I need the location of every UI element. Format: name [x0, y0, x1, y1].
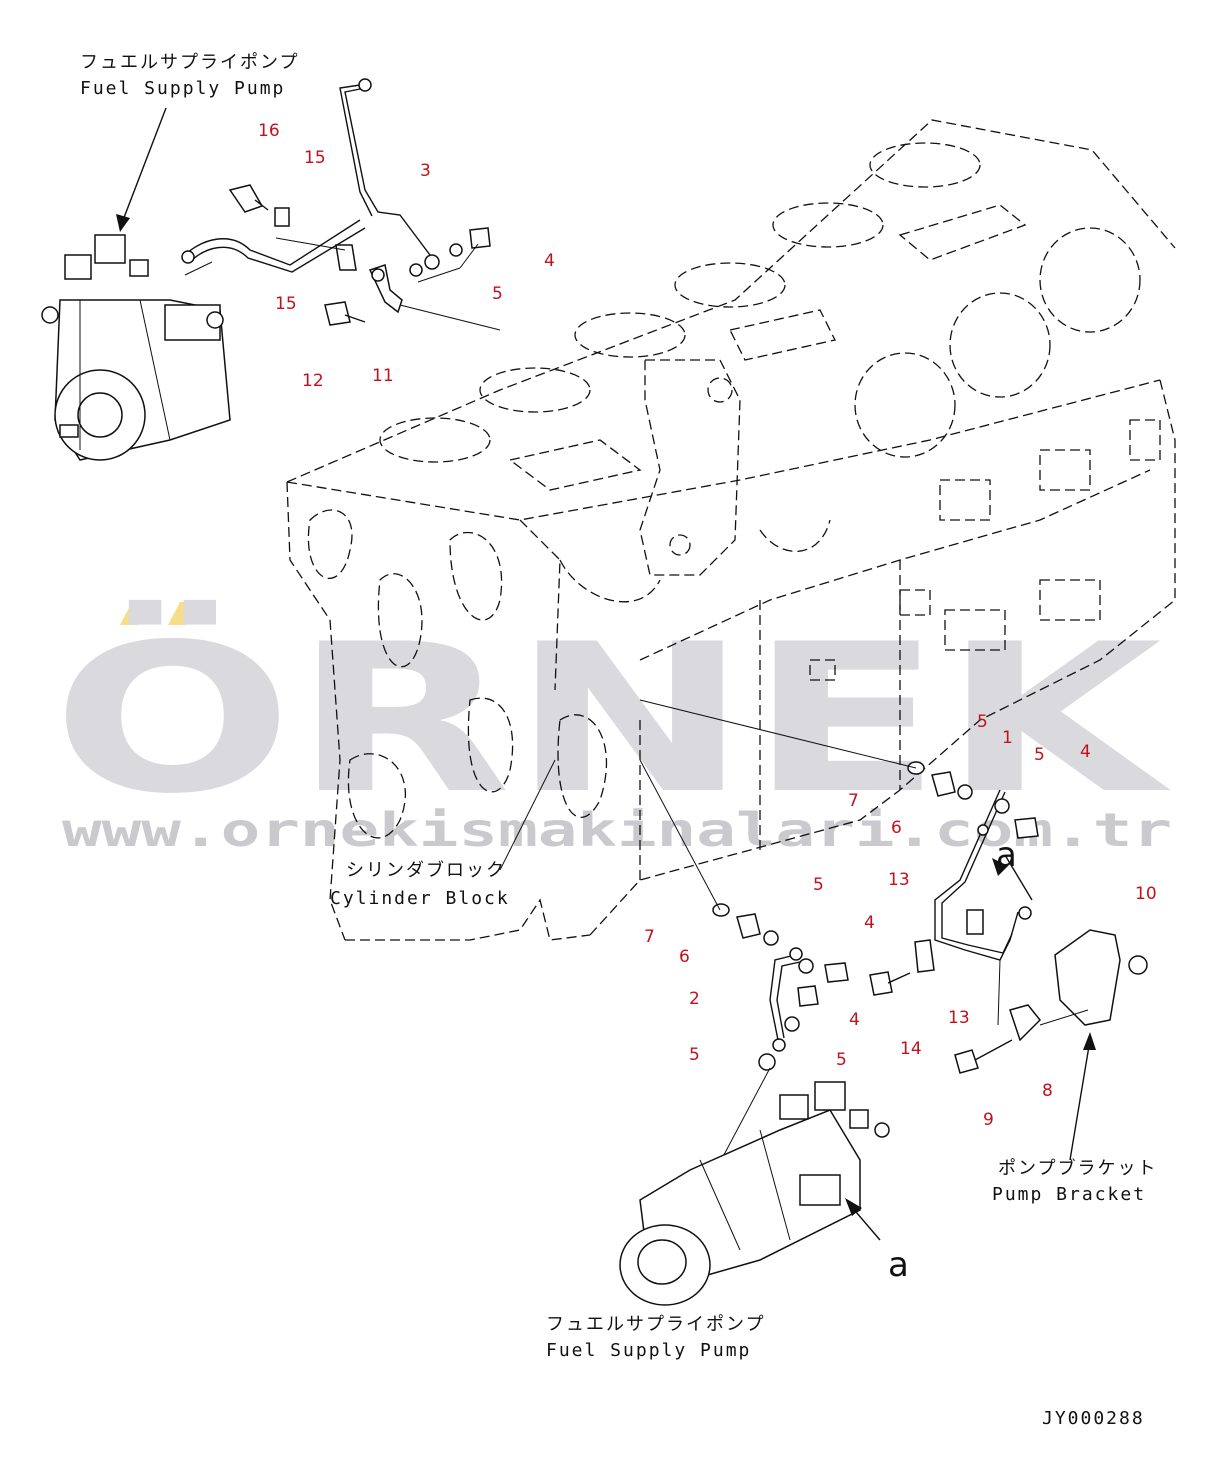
callout-7-b: 7 [644, 927, 655, 947]
callout-14: 14 [900, 1039, 922, 1059]
callout-5-top: 5 [492, 284, 503, 304]
callout-5-c: 5 [813, 875, 824, 895]
pump-bracket-label-jp: ポンプブラケット [998, 1157, 1157, 1179]
callout-5-b: 5 [1034, 745, 1045, 765]
top-fasteners [184, 184, 501, 331]
callout-4-c: 4 [849, 1010, 860, 1030]
view-marker-upper: a [996, 835, 1017, 875]
callout-5-a: 5 [977, 712, 988, 732]
cylinder-block-label-en: Cylinder Block [330, 888, 510, 909]
callout-13-b: 13 [948, 1008, 970, 1028]
pump-bracket-label-en: Pump Bracket [992, 1184, 1146, 1205]
drawing-code: JY000288 [1042, 1408, 1145, 1429]
lower-fasteners [639, 699, 1148, 1201]
callout-1: 1 [1002, 728, 1013, 748]
callout-13-a: 13 [888, 870, 910, 890]
callout-4-top: 4 [544, 251, 555, 271]
fuel-pipe-2 [769, 947, 803, 1052]
callout-3: 3 [420, 161, 431, 181]
fuel-supply-pump-top [41, 234, 231, 461]
watermark: ÖRNEK www.ornekismakinalari.com.tr [52, 600, 1172, 857]
top-pump-label-en: Fuel Supply Pump [80, 78, 285, 99]
fuel-pipe-1 [934, 789, 1032, 961]
fuel-pipe-3 [181, 78, 440, 273]
view-marker-lower: a [888, 1245, 909, 1285]
bottom-pump-label-en: Fuel Supply Pump [546, 1340, 751, 1361]
callout-12: 12 [302, 371, 324, 391]
callout-8: 8 [1042, 1081, 1053, 1101]
fuel-supply-pump-bottom [619, 1081, 890, 1306]
callout-7-a: 7 [848, 791, 859, 811]
callout-6-b: 6 [679, 947, 690, 967]
callout-4-a: 4 [1080, 742, 1091, 762]
callout-15-upper: 15 [304, 148, 326, 168]
cylinder-block-label-jp: シリンダブロック [346, 859, 506, 881]
bottom-pump-label-jp: フュエルサプライポンプ [546, 1314, 765, 1335]
callout-5-e: 5 [836, 1050, 847, 1070]
watermark-brand: ÖRNEK [52, 600, 1172, 839]
callout-10: 10 [1135, 884, 1157, 904]
cylinder-block [286, 119, 1176, 941]
callout-15-lower: 15 [275, 294, 297, 314]
callout-5-d: 5 [689, 1045, 700, 1065]
callout-9: 9 [983, 1110, 994, 1130]
top-pump-label-jp: フュエルサプライポンプ [80, 52, 299, 73]
callouts: 16 15 3 4 5 15 12 11 5 1 5 4 7 6 13 10 5… [258, 121, 1157, 1130]
callout-16: 16 [258, 121, 280, 141]
callout-4-b: 4 [864, 913, 875, 933]
callout-6-a: 6 [891, 818, 902, 838]
callout-2: 2 [689, 989, 700, 1009]
callout-11: 11 [372, 366, 394, 386]
